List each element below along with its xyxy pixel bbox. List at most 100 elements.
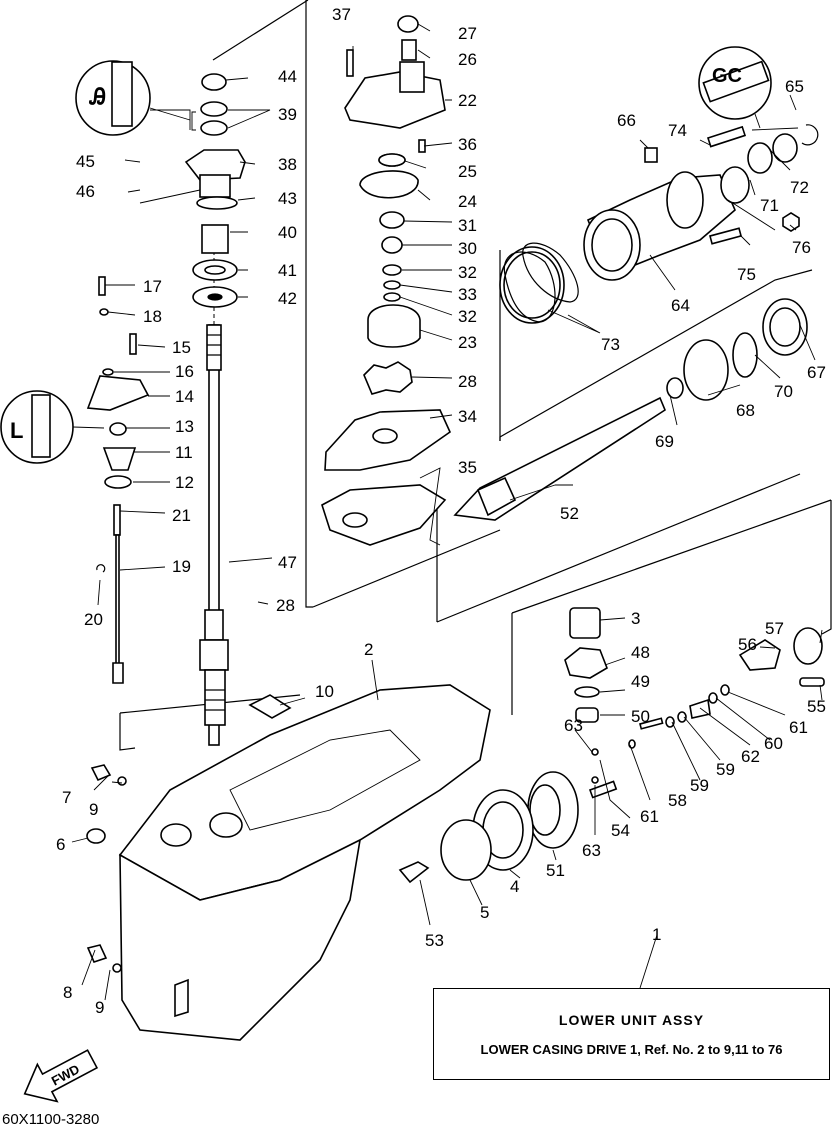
callout-19: 19 xyxy=(172,557,191,576)
callout-32b: 32 xyxy=(458,307,477,326)
lower-casing xyxy=(86,684,491,1041)
water-pump xyxy=(321,15,452,546)
callout-69: 69 xyxy=(655,432,674,451)
lube-symbol-mid-left: L xyxy=(0,390,105,464)
callout-65: 65 xyxy=(785,77,804,96)
assembly-title: LOWER UNIT ASSY xyxy=(558,1011,705,1028)
callout-61a: 61 xyxy=(640,807,659,826)
callout-38: 38 xyxy=(278,155,297,174)
callout-40: 40 xyxy=(278,223,297,242)
callout-16: 16 xyxy=(175,362,194,381)
callout-68: 68 xyxy=(736,401,755,420)
callout-4: 4 xyxy=(510,877,519,896)
leader-lines xyxy=(71,23,823,1001)
callout-76: 76 xyxy=(792,238,811,257)
callout-18: 18 xyxy=(143,307,162,326)
prop-shaft-housing xyxy=(499,124,819,324)
callout-47: 47 xyxy=(278,553,297,572)
callout-63b: 63 xyxy=(582,841,601,860)
drive-shaft xyxy=(199,230,229,746)
callout-1: 1 xyxy=(652,925,661,944)
callout-10: 10 xyxy=(315,682,334,701)
callout-66: 66 xyxy=(617,111,636,130)
gear-parts xyxy=(398,607,618,884)
callout-44: 44 xyxy=(278,67,297,86)
prop-shaft xyxy=(453,298,808,521)
callout-50: 50 xyxy=(631,707,650,726)
shift-parts xyxy=(86,276,150,684)
callout-37: 37 xyxy=(332,5,351,24)
callout-26: 26 xyxy=(458,50,477,69)
callout-5: 5 xyxy=(480,903,489,922)
seal-rings xyxy=(378,153,579,323)
assembly-subtitle: LOWER CASING DRIVE 1, Ref. No. 2 to 9,11… xyxy=(480,1041,783,1057)
callout-64: 64 xyxy=(671,296,690,315)
callout-30: 30 xyxy=(458,239,477,258)
callout-13: 13 xyxy=(175,417,194,436)
callout-59b: 59 xyxy=(716,760,735,779)
callout-32a: 32 xyxy=(458,263,477,282)
callout-75: 75 xyxy=(737,265,756,284)
callout-73: 73 xyxy=(601,335,620,354)
callout-71: 71 xyxy=(760,196,779,215)
title-block: LOWER UNIT ASSY LOWER CASING DRIVE 1, Re… xyxy=(433,988,830,1080)
callout-54: 54 xyxy=(611,821,630,840)
callout-3: 3 xyxy=(631,609,640,628)
callout-22: 22 xyxy=(458,91,477,110)
callout-17: 17 xyxy=(143,277,162,296)
callout-31: 31 xyxy=(458,216,477,235)
callout-62: 62 xyxy=(741,747,760,766)
callout-46: 46 xyxy=(76,182,95,201)
callout-52: 52 xyxy=(560,504,579,523)
callout-21: 21 xyxy=(172,506,191,525)
callout-25: 25 xyxy=(458,162,477,181)
lube-symbol-upper-left: Ꭿ xyxy=(75,60,196,136)
callout-53: 53 xyxy=(425,931,444,950)
callout-27: 27 xyxy=(458,24,477,43)
callout-41: 41 xyxy=(278,261,297,280)
callout-61b: 61 xyxy=(789,718,808,737)
callout-12: 12 xyxy=(175,473,194,492)
fwd-arrow: FWD xyxy=(23,1049,99,1103)
callout-67: 67 xyxy=(807,363,826,382)
callout-36: 36 xyxy=(458,135,477,154)
callout-9a: 9 xyxy=(89,800,98,819)
callout-55: 55 xyxy=(807,697,826,716)
callout-35: 35 xyxy=(458,458,477,477)
callout-48: 48 xyxy=(631,643,650,662)
callout-51: 51 xyxy=(546,861,565,880)
callout-57: 57 xyxy=(765,619,784,638)
lube-symbol-upper-right: GC xyxy=(698,46,799,131)
callout-33: 33 xyxy=(458,285,477,304)
callout-56: 56 xyxy=(738,635,757,654)
lube-symbol-text-2: L xyxy=(10,418,23,443)
callout-63a: 63 xyxy=(564,716,583,735)
callout-58: 58 xyxy=(668,791,687,810)
callout-7: 7 xyxy=(62,788,71,807)
callout-8: 8 xyxy=(63,983,72,1002)
callout-14: 14 xyxy=(175,387,194,406)
callout-23: 23 xyxy=(458,333,477,352)
callout-15: 15 xyxy=(172,338,191,357)
callout-34: 34 xyxy=(458,407,477,426)
assembly-frames xyxy=(119,0,832,946)
callout-49: 49 xyxy=(631,672,650,691)
drawing-code: 60X1100-3280 xyxy=(2,1111,100,1128)
callout-72: 72 xyxy=(790,178,809,197)
callout-70: 70 xyxy=(774,382,793,401)
callout-60: 60 xyxy=(764,734,783,753)
callout-42: 42 xyxy=(278,289,297,308)
callout-43: 43 xyxy=(278,189,297,208)
callout-11: 11 xyxy=(175,443,193,462)
callout-2: 2 xyxy=(364,640,373,659)
callout-29: 28 xyxy=(276,596,295,615)
callout-numbers: 1 2 3 4 5 6 7 8 9 9 10 11 12 13 14 15 16… xyxy=(56,5,826,1017)
callout-6: 6 xyxy=(56,835,65,854)
shaft-stack xyxy=(184,73,246,308)
callout-24: 24 xyxy=(458,192,477,211)
callout-28: 28 xyxy=(458,372,477,391)
callout-9b: 9 xyxy=(95,998,104,1017)
callout-45: 45 xyxy=(76,152,95,171)
